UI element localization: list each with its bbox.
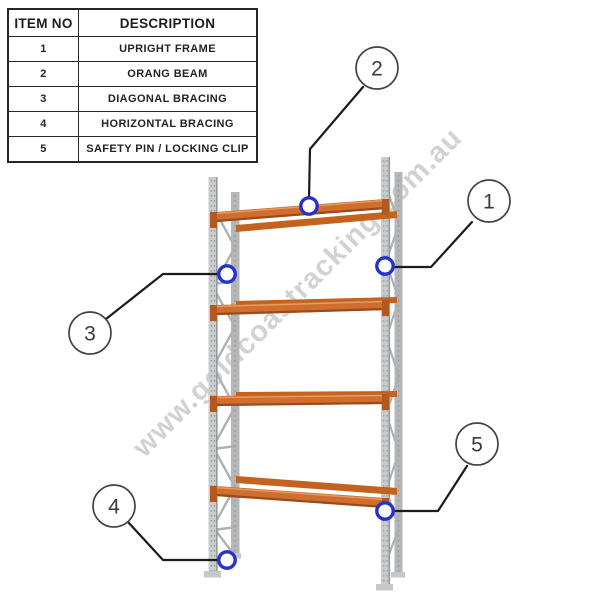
table-header-row: ITEM NO DESCRIPTION bbox=[9, 10, 256, 36]
leader-line-5 bbox=[392, 464, 469, 513]
leader-line-3 bbox=[104, 272, 220, 321]
leader-line-2 bbox=[307, 85, 365, 200]
right-back-foot bbox=[391, 572, 405, 578]
table-header-description: DESCRIPTION bbox=[119, 15, 216, 31]
table-cell-item-no: 5 bbox=[9, 137, 79, 161]
beam-bottom-edges bbox=[215, 206, 386, 509]
table-row: 5 SAFETY PIN / LOCKING CLIP bbox=[9, 136, 256, 161]
callout-balloons bbox=[68, 46, 511, 528]
table-cell-item-no: 3 bbox=[9, 87, 79, 111]
leader-lines bbox=[104, 85, 474, 562]
table-row: 4 HORIZONTAL BRACING bbox=[9, 111, 256, 136]
point-markers bbox=[217, 196, 395, 570]
left-front-foot bbox=[204, 571, 221, 578]
table-row: 2 ORANG BEAM bbox=[9, 61, 256, 86]
parts-table: ITEM NO DESCRIPTION 1 UPRIGHT FRAME 2 OR… bbox=[7, 8, 258, 163]
table-cell-item-no: 2 bbox=[9, 62, 79, 86]
callout-circle-5 bbox=[455, 422, 499, 466]
beam-top-highlights bbox=[215, 199, 386, 501]
callout-number-4: 4 bbox=[108, 496, 120, 519]
leader-line-4 bbox=[126, 520, 220, 562]
table-cell-description: SAFETY PIN / LOCKING CLIP bbox=[86, 143, 249, 155]
beam-level1-back bbox=[236, 211, 397, 232]
callout-number-3: 3 bbox=[84, 323, 96, 346]
table-cell-item-no: 1 bbox=[9, 37, 79, 61]
callout-number-2: 2 bbox=[371, 58, 383, 81]
marker-item-2 bbox=[299, 196, 319, 216]
left-post-holes bbox=[210, 180, 236, 574]
left-upright-frame bbox=[204, 177, 241, 578]
callout-number-5: 5 bbox=[471, 434, 483, 457]
callout-circle-1 bbox=[467, 179, 511, 223]
table-cell-description: HORIZONTAL BRACING bbox=[101, 118, 234, 130]
callout-numbers: 1 2 3 4 5 bbox=[84, 58, 495, 519]
right-upright-frame bbox=[376, 157, 405, 591]
beam-level4-back bbox=[236, 476, 397, 495]
front-beams bbox=[216, 199, 385, 508]
right-post-holes bbox=[383, 160, 400, 585]
table-header-item-no: ITEM NO bbox=[9, 10, 79, 36]
back-beams bbox=[236, 211, 397, 495]
marker-item-3 bbox=[217, 264, 237, 284]
callout-circle-4 bbox=[92, 484, 136, 528]
callout-circle-2 bbox=[355, 46, 399, 90]
left-front-post-edge bbox=[216, 177, 218, 577]
table-cell-description: DIAGONAL BRACING bbox=[107, 93, 228, 105]
callout-number-1: 1 bbox=[483, 191, 495, 214]
table-cell-item-no: 4 bbox=[9, 112, 79, 136]
leader-line-1 bbox=[392, 220, 474, 269]
callout-circle-3 bbox=[68, 311, 112, 355]
table-row: 1 UPRIGHT FRAME bbox=[9, 36, 256, 61]
beams bbox=[210, 199, 397, 514]
right-front-post bbox=[381, 157, 390, 588]
right-front-foot bbox=[376, 584, 393, 591]
right-front-post-edge bbox=[388, 157, 391, 588]
left-back-post bbox=[231, 192, 240, 556]
left-front-post bbox=[208, 177, 218, 577]
table-row: 3 DIAGONAL BRACING bbox=[9, 86, 256, 111]
marker-item-4 bbox=[217, 550, 237, 570]
table-cell-description: UPRIGHT FRAME bbox=[119, 43, 216, 55]
table-cell-description: ORANG BEAM bbox=[127, 68, 208, 80]
beam-level4-front bbox=[216, 486, 385, 508]
marker-item-5 bbox=[375, 501, 395, 521]
marker-item-1 bbox=[375, 256, 395, 276]
